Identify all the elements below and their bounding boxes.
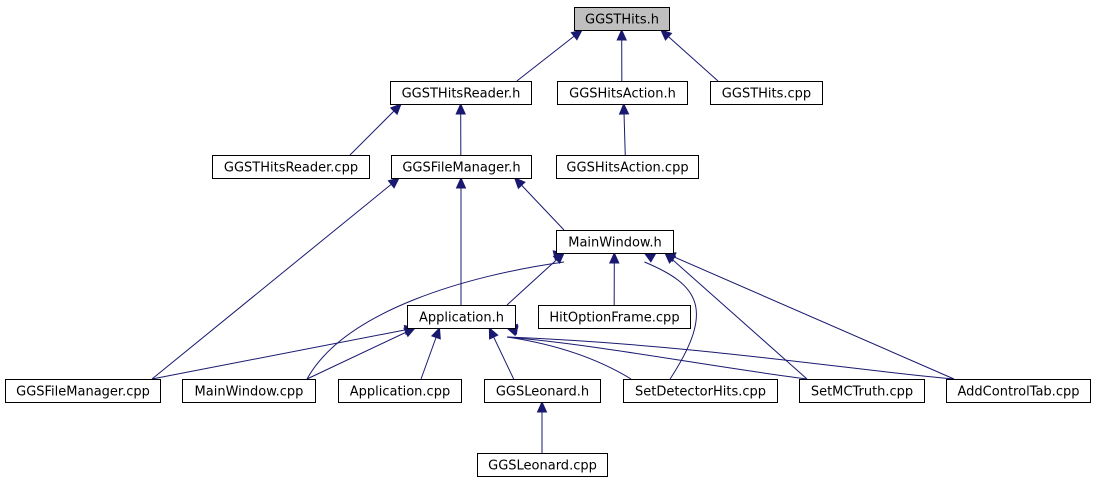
- node-label: GGSTHitsReader.h: [402, 87, 521, 102]
- edge-ggsthits-cpp-to-ggsthits-h: [660, 29, 719, 82]
- arrowhead-ggsleonard-h-to-application-h: [488, 326, 499, 340]
- node-application-cpp[interactable]: Application.cpp: [338, 379, 462, 403]
- node-label: GGSHitsAction.h: [569, 87, 676, 102]
- node-label: MainWindow.cpp: [195, 385, 304, 400]
- arrowhead-application-h-to-ggsfilemanager-h: [455, 176, 467, 189]
- node-ggsthits-h[interactable]: GGSTHits.h: [574, 7, 670, 31]
- arrowhead-setdetectorhits-cpp-to-mainwindow-h: [643, 252, 657, 263]
- node-box: [710, 81, 823, 105]
- node-box: [182, 379, 316, 403]
- edge-mainwindow-cpp-to-application-h: [306, 327, 416, 380]
- node-label: GGSTHits.h: [585, 13, 659, 28]
- arrowhead-ggsfilemanager-cpp-to-ggsfilemanager-h: [387, 177, 400, 189]
- node-box: [484, 379, 601, 403]
- node-label: GGSTHits.cpp: [722, 87, 811, 102]
- node-ggsfilemanager-cpp[interactable]: GGSFileManager.cpp: [5, 379, 161, 403]
- node-box: [390, 81, 532, 105]
- node-label: GGSHitsAction.cpp: [566, 161, 688, 176]
- node-label: GGSLeonard.h: [496, 385, 589, 400]
- node-ggsthitsreader-cpp[interactable]: GGSTHitsReader.cpp: [212, 155, 370, 179]
- arrowhead-ggsthitsreader-h-to-ggsthits-h: [570, 29, 583, 41]
- node-box: [477, 453, 608, 477]
- node-ggsleonard-h[interactable]: GGSLeonard.h: [484, 379, 601, 403]
- node-hitoptionframe-cpp[interactable]: HitOptionFrame.cpp: [538, 305, 691, 329]
- arrowhead-mainwindow-h-to-ggsfilemanager-h: [513, 177, 526, 190]
- edge-application-h-to-mainwindow-h: [506, 252, 565, 306]
- node-label: GGSTHitsReader.cpp: [224, 161, 358, 176]
- node-label: GGSLeonard.cpp: [488, 459, 597, 474]
- edge-setdetectorhits-cpp-to-mainwindow-h: [644, 261, 697, 380]
- arrowhead-ggshitsaction-h-to-ggsthits-h: [616, 28, 627, 41]
- node-label: SetMCTruth.cpp: [811, 385, 913, 400]
- edge-setmctruth-cpp-to-mainwindow-h: [664, 252, 808, 380]
- arrowhead-ggshitsaction-cpp-to-ggshitsaction-h: [618, 102, 630, 115]
- edge-addcontroltab-cpp-to-application-h: [506, 336, 955, 380]
- node-mainwindow-h[interactable]: MainWindow.h: [556, 230, 674, 254]
- node-box: [391, 155, 532, 179]
- node-ggsfilemanager-h[interactable]: GGSFileManager.h: [391, 155, 532, 179]
- node-ggshitsaction-cpp[interactable]: GGSHitsAction.cpp: [556, 155, 699, 179]
- node-ggsthits-cpp[interactable]: GGSTHits.cpp: [710, 81, 823, 105]
- edge-mainwindow-cpp-to-mainwindow-h: [306, 261, 565, 380]
- node-box: [946, 379, 1091, 403]
- node-ggshitsaction-h[interactable]: GGSHitsAction.h: [557, 81, 688, 105]
- node-box: [557, 81, 688, 105]
- node-box: [407, 305, 516, 329]
- edge-ggsfilemanager-cpp-to-ggsfilemanager-h: [151, 177, 400, 380]
- arrowhead-ggsthitsreader-cpp-to-ggsthitsreader-h: [389, 103, 402, 116]
- node-label: HitOptionFrame.cpp: [549, 311, 679, 326]
- node-setdetectorhits-cpp[interactable]: SetDetectorHits.cpp: [623, 379, 778, 403]
- edge-addcontroltab-cpp-to-mainwindow-h: [664, 252, 955, 380]
- edge-setdetectorhits-cpp-to-application-h: [506, 336, 632, 380]
- node-addcontroltab-cpp[interactable]: AddControlTab.cpp: [946, 379, 1091, 403]
- edge-ggsthitsreader-cpp-to-ggsthitsreader-h: [349, 103, 402, 156]
- edge-setmctruth-cpp-to-application-h: [506, 336, 808, 380]
- arrowhead-ggsfilemanager-h-to-ggsthitsreader-h: [455, 102, 466, 115]
- node-box: [623, 379, 778, 403]
- node-label: MainWindow.h: [568, 236, 661, 251]
- edge-mainwindow-h-to-ggsfilemanager-h: [514, 177, 565, 231]
- node-box: [556, 155, 699, 179]
- node-label: Application.cpp: [350, 385, 450, 400]
- edge-ggsfilemanager-cpp-to-application-h: [151, 327, 416, 380]
- node-label: GGSFileManager.cpp: [16, 385, 150, 400]
- arrowhead-ggsleonard-cpp-to-ggsleonard-h: [536, 400, 548, 413]
- arrowhead-hitoptionframe-cpp-to-mainwindow-h: [609, 251, 620, 264]
- node-box: [556, 230, 674, 254]
- node-ggsleonard-cpp[interactable]: GGSLeonard.cpp: [477, 453, 608, 477]
- node-box: [5, 379, 161, 403]
- node-box: [338, 379, 462, 403]
- node-box: [212, 155, 370, 179]
- node-label: GGSFileManager.h: [402, 161, 520, 176]
- edge-ggsthitsreader-h-to-ggsthits-h: [516, 29, 583, 82]
- node-ggsthitsreader-h[interactable]: GGSTHitsReader.h: [390, 81, 532, 105]
- node-setmctruth-cpp[interactable]: SetMCTruth.cpp: [799, 379, 925, 403]
- node-box: [574, 7, 670, 31]
- node-label: SetDetectorHits.cpp: [635, 385, 766, 400]
- node-application-h[interactable]: Application.h: [407, 305, 516, 329]
- node-box: [799, 379, 925, 403]
- node-box: [538, 305, 691, 329]
- arrowhead-application-cpp-to-application-h: [430, 326, 441, 340]
- node-mainwindow-cpp[interactable]: MainWindow.cpp: [182, 379, 316, 403]
- edges-layer: [151, 28, 955, 453]
- node-label: Application.h: [419, 311, 504, 326]
- arrowhead-ggsthits-cpp-to-ggsthits-h: [660, 29, 673, 41]
- node-label: AddControlTab.cpp: [958, 385, 1080, 400]
